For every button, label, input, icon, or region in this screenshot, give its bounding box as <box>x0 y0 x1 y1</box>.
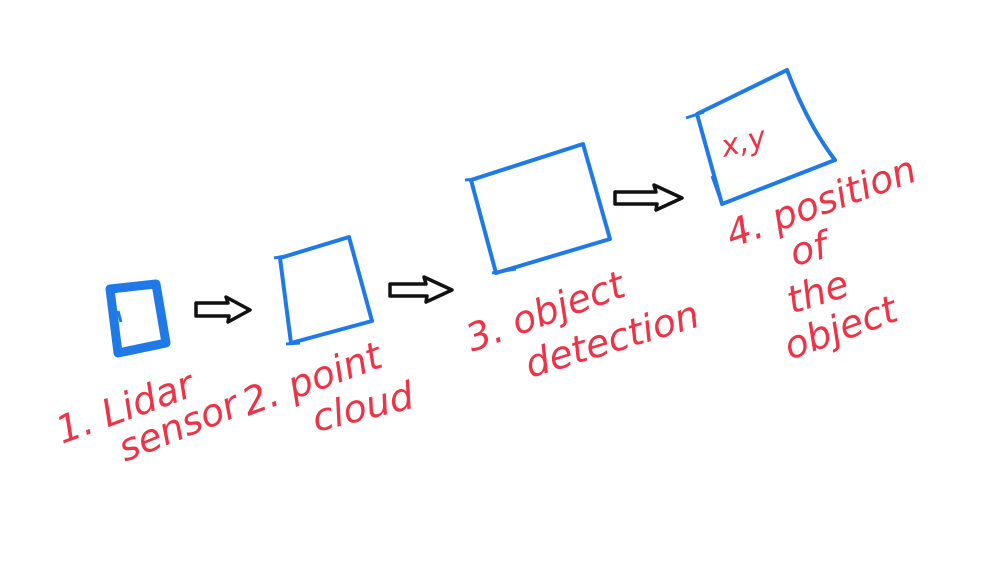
box-4-tick-bottom <box>710 175 724 205</box>
point-cloud-box <box>278 235 374 345</box>
arrow-2 <box>388 275 454 304</box>
lidar-sensor-box <box>105 279 171 358</box>
position-box <box>695 68 837 206</box>
box-2-tick-bottom <box>285 341 301 346</box>
box-2-tick-top <box>273 254 287 260</box>
box-3-tick-bottom <box>491 267 517 275</box>
step-2-point-cloud: 2. point cloud <box>236 235 419 441</box>
object-detection-box <box>469 142 612 275</box>
step-3-object-detection: 3. object detection <box>460 142 704 387</box>
box-4-tick-top <box>685 110 705 120</box>
box-3-tick-top <box>464 177 478 182</box>
position-box-content: x,y <box>716 120 770 165</box>
arrow-1 <box>194 295 252 324</box>
box-1-tick <box>116 310 123 323</box>
arrow-3 <box>613 183 684 212</box>
step-4-position-of-object: x,y 4. position of the object <box>685 68 922 368</box>
